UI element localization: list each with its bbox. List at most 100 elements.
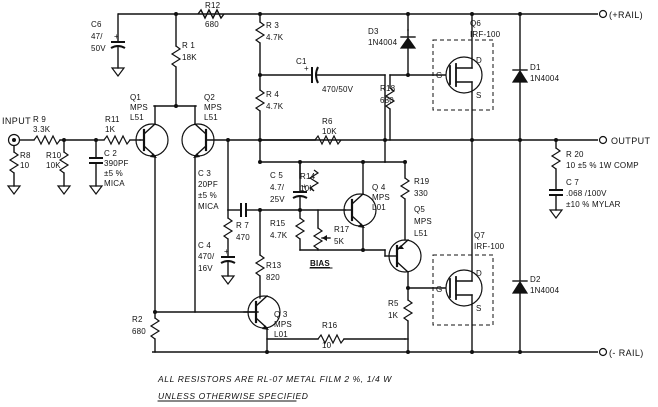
svg-text:Q7: Q7 [474,231,485,240]
svg-text:R 4: R 4 [266,90,279,99]
svg-text:±5 %: ±5 % [104,169,123,178]
svg-text:Q1: Q1 [130,93,141,102]
svg-text:S: S [476,304,482,313]
svg-text:R2: R2 [132,315,143,324]
svg-text:±5 %: ±5 % [198,191,217,200]
svg-text:390PF: 390PF [104,159,129,168]
svg-text:±10 % MYLAR: ±10 % MYLAR [566,200,621,209]
transistor-q1: Q1 MPS L51 [130,93,169,158]
svg-text:D: D [476,269,482,278]
svg-text:L51: L51 [130,113,144,122]
svg-text:G: G [436,285,442,294]
svg-text:C 4: C 4 [198,241,211,250]
resistor-r11: R11 1K [103,115,131,146]
svg-text:Q6: Q6 [470,19,481,28]
svg-text:470: 470 [236,233,250,242]
svg-text:MPS: MPS [204,103,222,112]
svg-text:1K: 1K [388,311,399,320]
svg-text:4.7K: 4.7K [266,102,284,111]
svg-text:R 7: R 7 [236,221,249,230]
svg-text:L51: L51 [414,229,428,238]
svg-text:4.7K: 4.7K [266,33,284,42]
svg-text:330: 330 [414,189,428,198]
svg-text:R11: R11 [105,115,120,124]
svg-text:D1: D1 [530,63,541,72]
svg-text:R 3: R 3 [266,21,279,30]
svg-text:R 1: R 1 [182,41,195,50]
svg-text:L01: L01 [274,330,288,339]
svg-text:C 3: C 3 [198,169,211,178]
resistor-r5: R5 1K [388,299,414,322]
svg-text:C 2: C 2 [104,149,117,158]
svg-text:INPUT: INPUT [2,116,31,126]
resistor-r6: R6 10K [314,117,342,146]
svg-text:L01: L01 [372,203,386,212]
svg-text:Q2: Q2 [204,93,215,102]
svg-text:R14: R14 [300,172,316,181]
capacitor-c4: + C 4 470/ 16V [198,241,236,273]
mosfet-q7: G D S Q7 IRF-100 [436,231,505,313]
resistor-r2: R2 680 [132,311,161,353]
svg-text:20PF: 20PF [198,180,218,189]
capacitor-c7: C 7 .068 /100V ±10 % MYLAR [549,178,621,209]
ground-symbol [220,275,236,285]
resistor-r19: R19 330 [399,177,429,200]
svg-text:680: 680 [132,327,146,336]
svg-text:16V: 16V [198,264,213,273]
svg-text:820: 820 [266,273,280,282]
svg-text:C 5: C 5 [270,171,283,180]
resistor-r20: R 20 10 ±5 % 1W COMP [550,147,639,170]
resistor-r16: R16 10 [317,321,345,350]
svg-text:+: + [114,32,119,41]
positive-rail: (+RAIL) [118,9,643,20]
resistor-r3: R 3 4.7K [254,21,284,44]
svg-text:470/50V: 470/50V [322,85,354,94]
svg-text:4.7K: 4.7K [270,231,288,240]
resistor-r18: R18 680 [380,84,396,110]
svg-text:MPS: MPS [274,320,292,329]
ground-symbol [548,209,564,219]
svg-text:680: 680 [380,96,394,105]
input-jack: INPUT [2,116,35,147]
svg-text:R12: R12 [205,1,221,10]
svg-text:IRF-100: IRF-100 [470,30,501,39]
resistor-r1: R 1 18K [170,41,197,68]
svg-text:R6: R6 [322,117,333,126]
svg-text:1K: 1K [105,125,116,134]
svg-text:D2: D2 [530,275,541,284]
svg-text:1N4004: 1N4004 [530,286,560,295]
svg-text:680: 680 [205,20,219,29]
svg-text:R5: R5 [388,299,399,308]
svg-text:R18: R18 [380,84,396,93]
transistor-q4: Q 4 MPS L01 [343,183,390,228]
svg-text:R17: R17 [334,225,350,234]
svg-text:.068 /100V: .068 /100V [566,189,607,198]
ground-symbol [88,185,104,195]
resistor-r7: R 7 470 [222,217,250,242]
resistor-r13: R13 820 [254,254,281,282]
svg-text:MPS: MPS [372,193,390,202]
svg-text:+: + [304,64,309,73]
svg-text:10K: 10K [322,127,337,136]
svg-text:IRF-100: IRF-100 [474,242,505,251]
capacitor-c2: C 2 390PF ±5 % MICA [89,139,129,188]
svg-text:47/: 47/ [91,32,103,41]
transistor-q3: Q 3 MPS L01 [243,295,292,339]
ground-symbol [6,185,22,195]
svg-text:10K: 10K [46,161,61,170]
svg-text:C 7: C 7 [566,178,579,187]
svg-text:D: D [476,56,482,65]
svg-text:1N4004: 1N4004 [368,38,398,47]
svg-text:470/: 470/ [198,252,215,261]
svg-text:10 ±5 % 1W COMP: 10 ±5 % 1W COMP [566,161,639,170]
note-line-2: UNLESS OTHERWISE SPECIFIED [158,391,309,401]
resistor-r15: R15 4.7K [270,217,306,240]
svg-text:R8: R8 [20,151,31,160]
transistor-q5: Q5 MPS L51 [384,205,432,273]
mosfet-q6: G D S Q6 IRF-100 [436,19,501,100]
svg-text:L51: L51 [204,113,218,122]
svg-text:1N4004: 1N4004 [530,74,560,83]
negative-rail: (- RAIL) [152,347,643,358]
capacitor-c6: + C6 47/ 50V [91,20,126,69]
output-line: OUTPUT [228,135,650,146]
